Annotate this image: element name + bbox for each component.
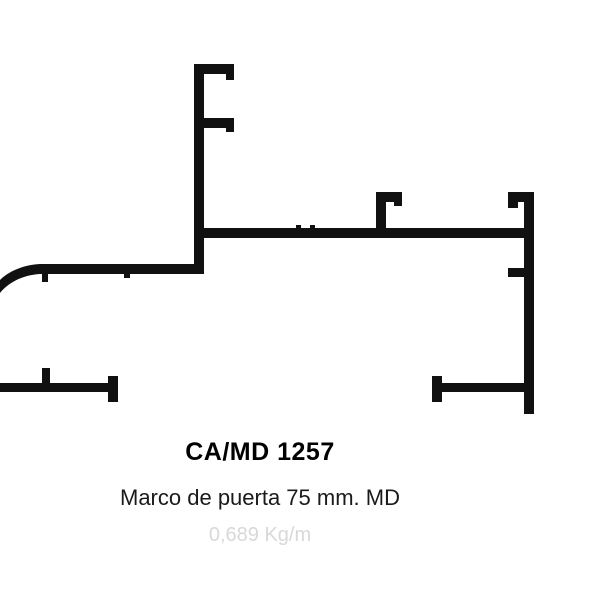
profile-bottom-left-post: [42, 368, 50, 386]
profile-bottom-right-bar: [436, 383, 528, 392]
profile-right-tab: [508, 268, 526, 277]
product-description: Marco de puerta 75 mm. MD: [120, 485, 400, 510]
product-weight: 0,689 Kg/m: [208, 524, 312, 546]
profile-main-bar: [194, 228, 534, 238]
profile-curve: [0, 264, 40, 293]
profile-bottom-left-bar: [0, 383, 112, 392]
profile-bottom-right-end: [432, 376, 442, 402]
profile-bump-2: [124, 272, 130, 278]
profile-right-cap: [508, 192, 534, 208]
aluminum-profile-cross-section: [0, 64, 534, 414]
profile-center-hook: [376, 192, 402, 230]
profile-ridge-2: [310, 225, 315, 229]
profile-upright-left: [194, 64, 204, 274]
product-code: CA/MD 1257: [185, 438, 335, 466]
profile-right-wall: [524, 192, 534, 414]
profile-top-hook: [194, 64, 234, 80]
profile-bottom-left-end: [108, 376, 118, 402]
profile-lower-bar: [40, 264, 204, 274]
profile-bump-1: [42, 272, 48, 282]
profile-mid-hook: [204, 118, 234, 132]
profile-ridge-1: [296, 225, 301, 229]
